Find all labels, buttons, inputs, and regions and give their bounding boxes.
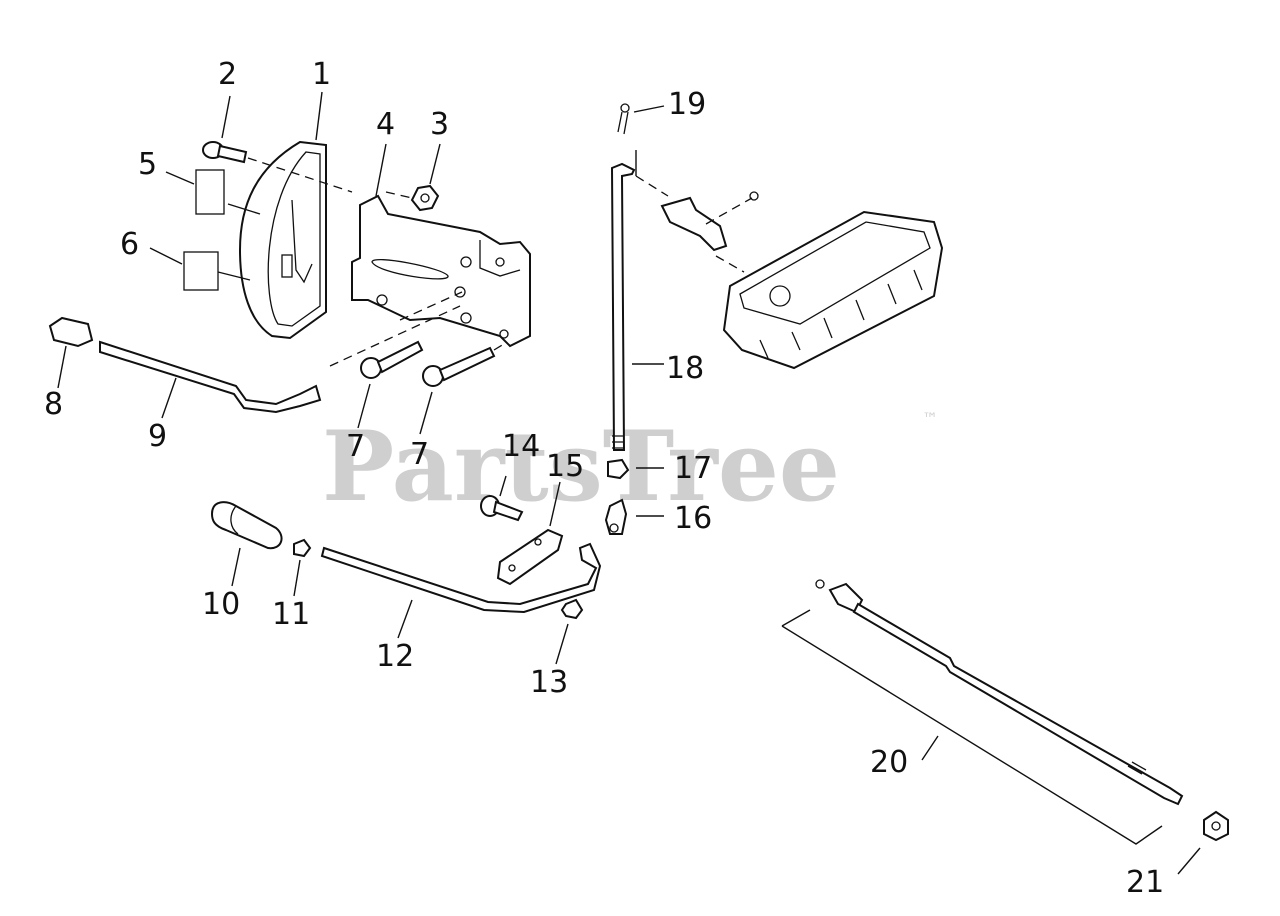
part-16-swivel bbox=[604, 498, 628, 535]
callout-10: 10 bbox=[202, 587, 240, 622]
part-7-screws bbox=[329, 291, 505, 387]
part-2-bolt bbox=[202, 141, 353, 193]
callout-17: 17 bbox=[674, 451, 712, 486]
part-19-pin bbox=[617, 103, 630, 135]
callout-11: 11 bbox=[272, 597, 310, 632]
part-20-cable bbox=[781, 579, 1184, 845]
part-13-nut bbox=[560, 598, 584, 620]
part-18-rod bbox=[610, 162, 636, 451]
callout-7a: 7 bbox=[346, 429, 365, 464]
watermark-trademark: ™ bbox=[922, 409, 938, 428]
part-15-plate bbox=[496, 528, 564, 586]
callout-2: 2 bbox=[218, 57, 237, 92]
part-17-nut bbox=[607, 458, 630, 480]
callout-14: 14 bbox=[502, 429, 540, 464]
callout-13: 13 bbox=[530, 665, 568, 700]
callout-7b: 7 bbox=[410, 437, 429, 472]
part-10-grip bbox=[210, 501, 283, 550]
part-1-cover bbox=[238, 140, 327, 340]
part-12-rod bbox=[320, 542, 602, 614]
callout-21: 21 bbox=[1126, 865, 1164, 900]
callout-3: 3 bbox=[430, 107, 449, 142]
callout-15: 15 bbox=[546, 449, 584, 484]
part-4-bracket bbox=[351, 194, 531, 348]
part-9-lever bbox=[99, 340, 322, 414]
callout-20: 20 bbox=[870, 745, 908, 780]
reference-assembly bbox=[635, 175, 944, 370]
callout-16: 16 bbox=[674, 501, 712, 536]
callout-4: 4 bbox=[376, 107, 395, 142]
callout-8: 8 bbox=[44, 387, 63, 422]
part-6-decal bbox=[183, 251, 219, 291]
part-5-decal bbox=[195, 169, 225, 215]
callout-9: 9 bbox=[148, 419, 167, 454]
part-8-knob bbox=[48, 316, 94, 348]
callout-18: 18 bbox=[666, 351, 704, 386]
callout-1: 1 bbox=[312, 57, 331, 92]
part-14-bolt bbox=[480, 495, 524, 522]
callout-19: 19 bbox=[668, 87, 706, 122]
part-3-nut bbox=[385, 184, 440, 212]
callout-6: 6 bbox=[120, 227, 139, 262]
part-21-nut bbox=[1203, 810, 1229, 842]
part-11-nut bbox=[293, 538, 312, 558]
callout-12: 12 bbox=[376, 639, 414, 674]
callout-5: 5 bbox=[138, 147, 157, 182]
watermark-text: PartsTree bbox=[322, 410, 840, 523]
leader-lines bbox=[57, 91, 1201, 875]
